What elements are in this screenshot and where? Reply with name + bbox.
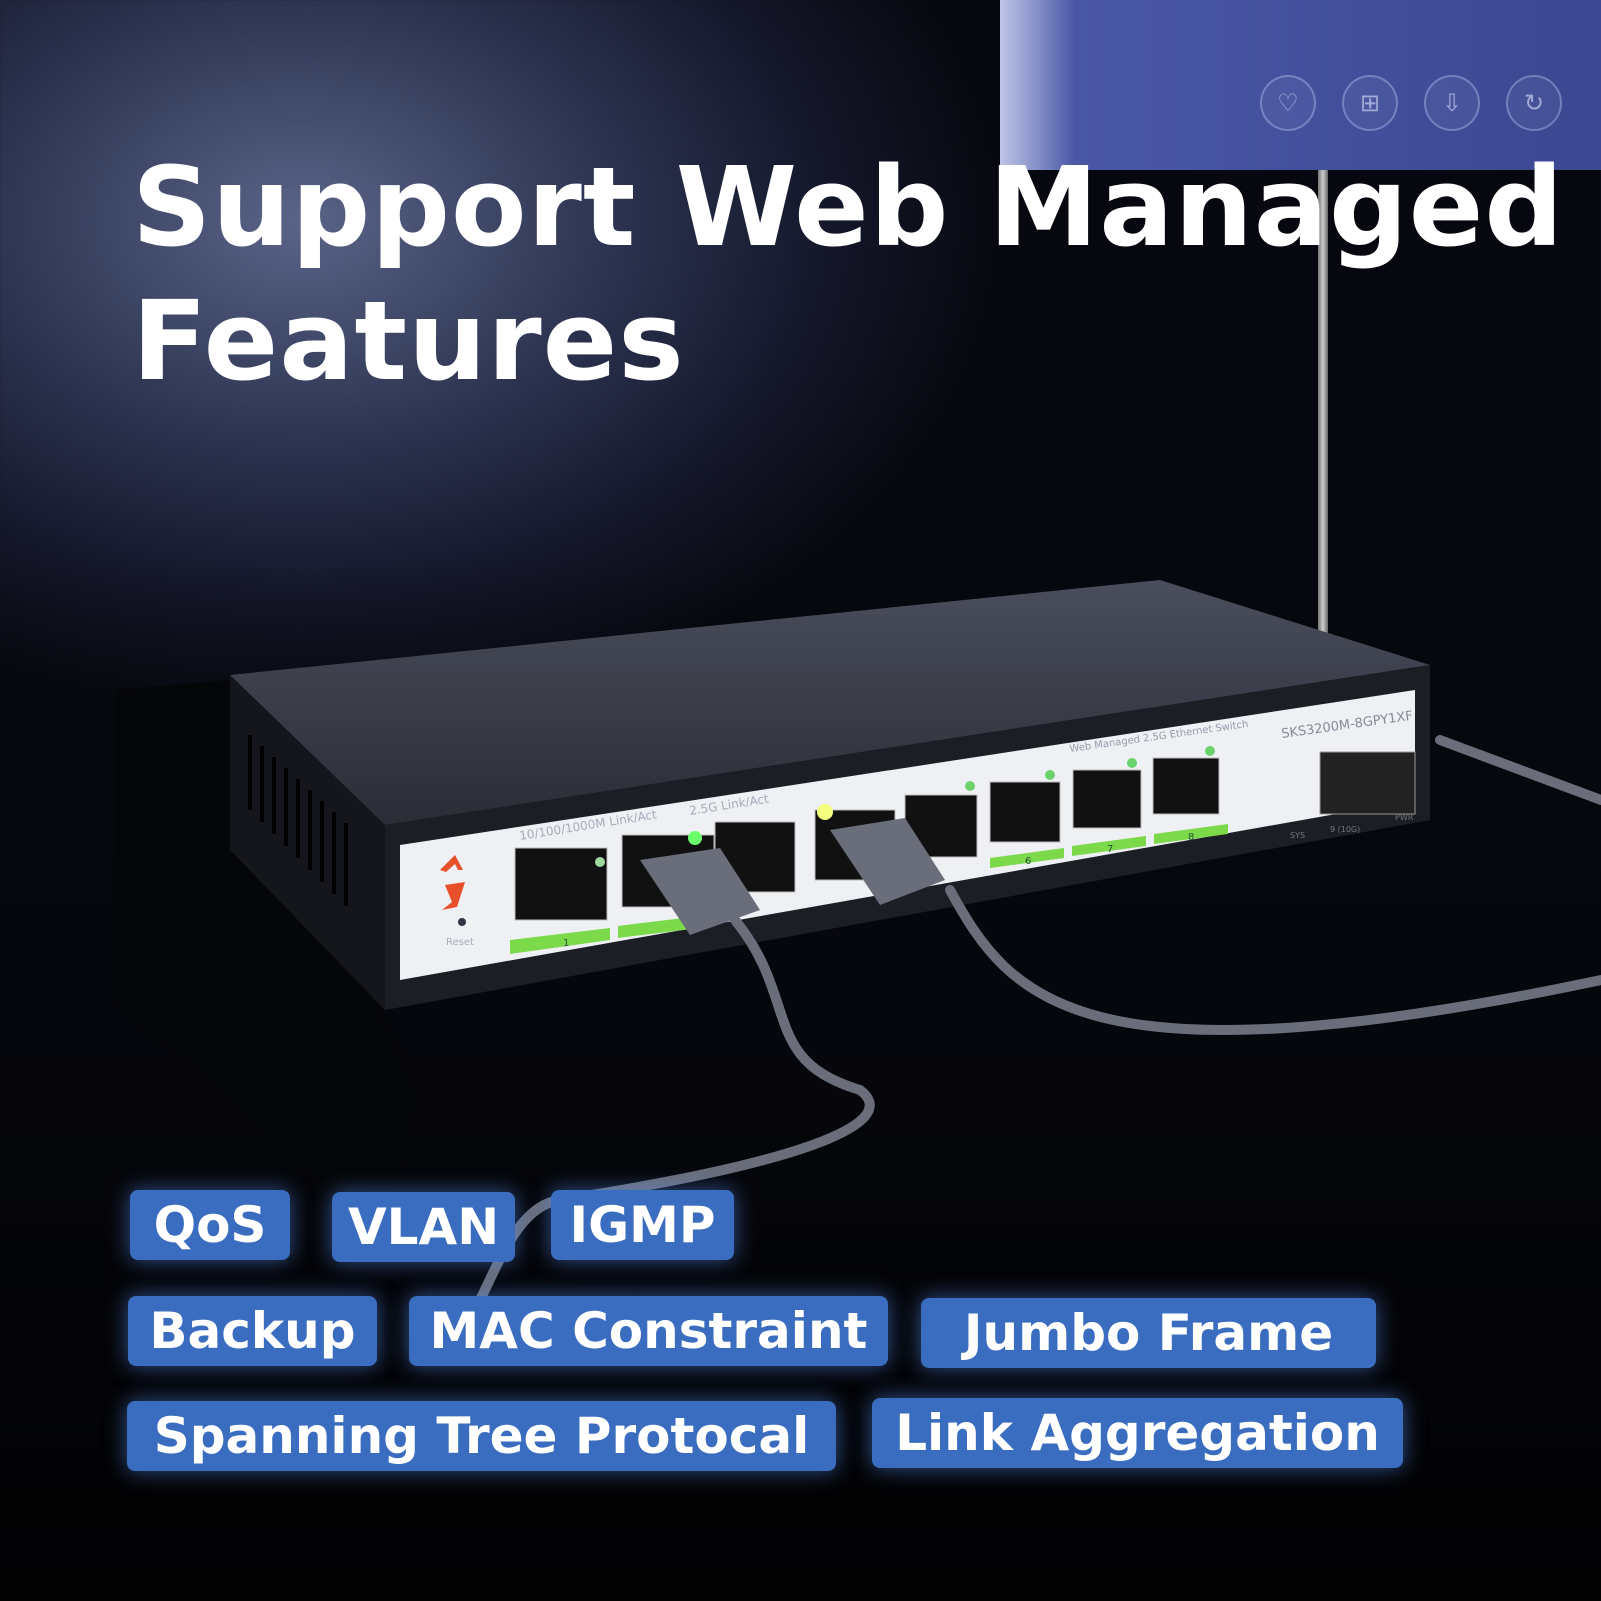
- port-1[interactable]: [514, 847, 608, 921]
- monitor-icons: ♡ ⊞ ⇩ ↻: [1260, 75, 1562, 131]
- port-label-8: 8: [1188, 832, 1194, 843]
- vents: [248, 735, 348, 906]
- ethernet-cables: [475, 735, 1601, 1305]
- reset-label: Reset: [446, 937, 474, 948]
- feature-tag-link-aggregation: Link Aggregation: [872, 1398, 1403, 1468]
- download-vip-icon: ⇩: [1424, 75, 1480, 131]
- port-label-strips: [510, 824, 1228, 954]
- sfp-port[interactable]: [1319, 751, 1416, 815]
- feature-tag-jumbo-frame: Jumbo Frame: [921, 1298, 1376, 1368]
- pwr-label: PWR: [1395, 813, 1414, 822]
- headline-line1: Support Web Managed: [132, 143, 1565, 271]
- port-label-6: 6: [1025, 856, 1031, 867]
- switch-left-side: [230, 675, 385, 1010]
- headline-line2: Features: [132, 277, 685, 405]
- port-label-1: 1: [563, 938, 569, 949]
- feature-tag-vlan: VLAN: [332, 1192, 515, 1262]
- status-leds: [595, 746, 1215, 867]
- port-6[interactable]: [989, 781, 1061, 843]
- feature-tag-backup: Backup: [128, 1296, 377, 1366]
- reset-button[interactable]: [458, 918, 466, 926]
- feature-tag-qos: QoS: [130, 1190, 290, 1260]
- sfp-label: 9 (10G): [1330, 825, 1360, 834]
- heart-icon: ♡: [1260, 75, 1316, 131]
- feature-tag-igmp: IGMP: [551, 1190, 734, 1260]
- switch-top: [230, 580, 1430, 825]
- refresh-icon: ↻: [1506, 75, 1562, 131]
- feature-tag-spanning-tree-protocol: Spanning Tree Protocal: [127, 1401, 836, 1471]
- monitor-stand: [1318, 170, 1328, 640]
- clipboard-plus-icon: ⊞: [1342, 75, 1398, 131]
- feature-tag-mac-constraint: MAC Constraint: [409, 1296, 888, 1366]
- logo: [440, 855, 465, 910]
- port-label-7: 7: [1107, 844, 1113, 855]
- cable-plugs: [640, 818, 945, 935]
- port-8[interactable]: [1152, 757, 1220, 815]
- port-7[interactable]: [1072, 769, 1142, 829]
- shelf: [115, 680, 420, 1240]
- headline: Support Web Managed Features: [132, 140, 1564, 408]
- sys-label: SYS: [1290, 831, 1305, 840]
